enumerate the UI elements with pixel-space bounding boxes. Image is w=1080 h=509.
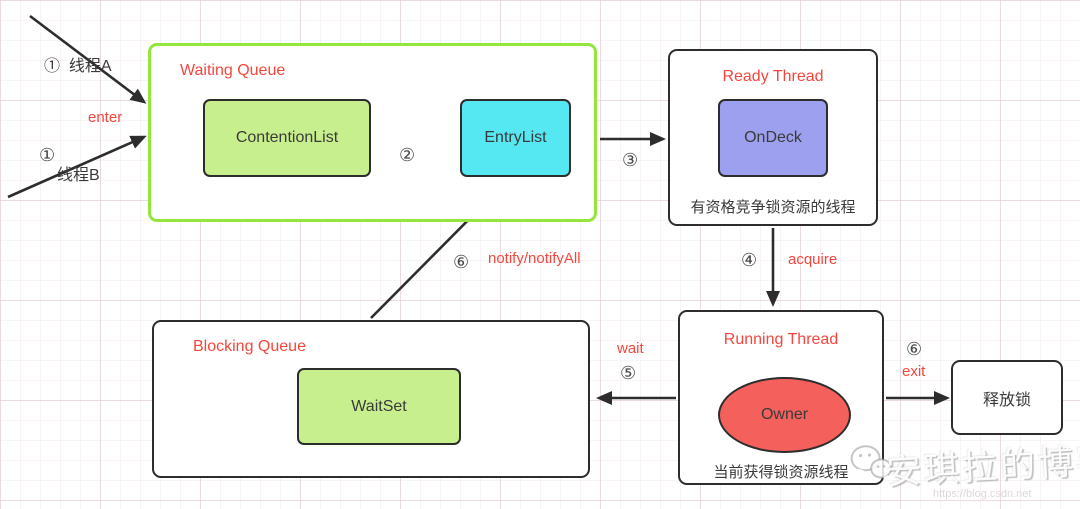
running-thread-caption: 当前获得锁资源线程: [713, 464, 849, 481]
url-watermark: https://blog.csdn.net: [933, 488, 1032, 500]
notify-label: notify/notifyAll: [488, 250, 581, 267]
thread-b-label: 线程B: [57, 167, 100, 184]
step-6-exit: ⑥: [906, 339, 923, 359]
step-5: ⑤: [620, 363, 637, 383]
acquire-label: acquire: [788, 251, 838, 268]
contention-list-box: ContentionList: [203, 99, 371, 177]
step-3: ③: [622, 150, 639, 170]
running-thread-box: [678, 310, 884, 485]
step-4: ④: [741, 250, 758, 270]
exit-label: exit: [902, 363, 926, 380]
blog-watermark: 安琪拉的博客: [885, 441, 1080, 492]
ready-thread-title: Ready Thread: [722, 68, 824, 85]
entry-list-box: EntryList: [460, 99, 571, 177]
waiting-queue-title: Waiting Queue: [180, 62, 286, 79]
step-2: ②: [399, 145, 416, 165]
ondeck-box: OnDeck: [718, 99, 828, 177]
blocking-queue-title: Blocking Queue: [193, 338, 306, 355]
enter-label: enter: [88, 109, 123, 126]
thread-b-step-num: ①: [39, 145, 56, 165]
thread-a-step-num: ①: [44, 58, 61, 75]
wechat-icon: [847, 441, 895, 490]
running-thread-title: Running Thread: [723, 331, 839, 348]
step-6-notify: ⑥: [453, 252, 470, 272]
waitset-box: WaitSet: [297, 368, 461, 445]
owner-ellipse: Owner: [718, 377, 851, 453]
ready-thread-caption: 有资格竞争锁资源的线程: [690, 199, 856, 216]
release-lock-box: 释放锁: [951, 360, 1063, 435]
thread-a-label: ① 线程A: [44, 58, 112, 75]
wait-label: wait: [617, 340, 644, 357]
